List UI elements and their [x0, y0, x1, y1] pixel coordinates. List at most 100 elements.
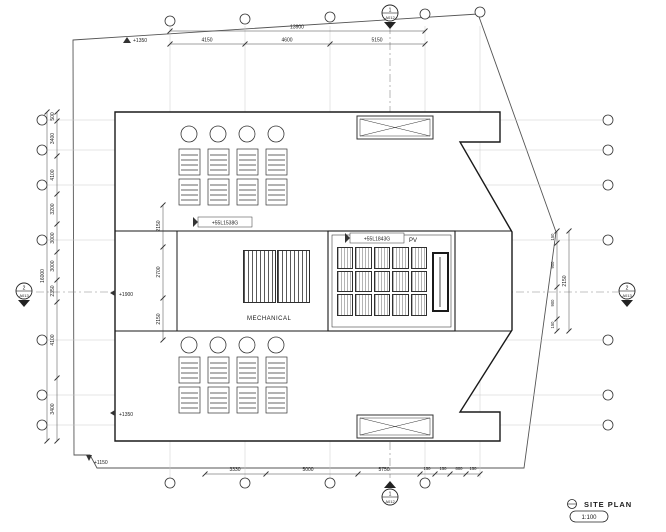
equipment-unit [207, 356, 230, 384]
dim-top-overall: 13900 [290, 25, 304, 31]
grid-bubble [602, 114, 614, 126]
building-outline [114, 111, 513, 442]
section-sheet: A013 [622, 293, 632, 298]
dim-right-inner: 150 [550, 321, 555, 329]
dim-left-overall: 16000 [40, 269, 46, 283]
pv-panel [410, 294, 427, 316]
grid-bubble [419, 8, 431, 20]
spot-level-text: +1150 [94, 460, 108, 466]
dim-left-seg: 2350 [50, 285, 56, 296]
dim-left-seg: 3400 [50, 133, 56, 144]
section-arrow-icon [384, 22, 396, 29]
pv-panel [355, 294, 372, 316]
pv-label: PV [409, 238, 417, 244]
grid-bubble [602, 334, 614, 346]
section-number: 1 [389, 8, 392, 14]
building-roof: MECHANICAL PV +55L1538G +55L1843G [114, 111, 513, 442]
section-number: 2 [23, 286, 26, 292]
dim-bottom-small: 150 [424, 466, 432, 471]
mechanical-label: MECHANICAL [247, 316, 292, 322]
skylight-top [356, 115, 434, 140]
drawing-scale: 1:100 [581, 515, 597, 521]
dimensions: 13900 4150 4600 5150 3330 5000 5750 150 … [40, 25, 572, 477]
equipment-unit [236, 356, 259, 384]
equipment-unit [265, 356, 288, 384]
level-tag-text: +55L1843G [364, 237, 390, 243]
equipment-unit [265, 178, 288, 206]
vent-circle [267, 125, 285, 143]
dim-left-seg: 4100 [50, 334, 56, 345]
louver-grille [243, 250, 276, 303]
dim-bottom-seg: 5000 [302, 467, 313, 473]
vent-circle [267, 336, 285, 354]
dim-top-seg: 4600 [281, 38, 292, 44]
grid-bubble [474, 6, 486, 18]
section-sheet: A013 [19, 293, 29, 298]
dim-left-seg: 500 [50, 112, 56, 121]
scale-pill [569, 510, 609, 523]
spot-level-text: +1900 [119, 292, 133, 298]
pv-panel [337, 270, 354, 293]
title-block: SITE PLAN 1:100 [567, 499, 632, 523]
spot-level-text: +1350 [133, 38, 147, 44]
grid-bubble [602, 419, 614, 431]
pv-panel [410, 270, 427, 293]
dim-bottom-small: 150 [440, 466, 448, 471]
equipment-unit [178, 178, 201, 206]
vent-circle [180, 125, 198, 143]
pv-panel [392, 294, 409, 316]
vent-circle [209, 336, 227, 354]
dim-bottom-seg: 3330 [229, 467, 240, 473]
dim-left-seg: 3200 [50, 203, 56, 214]
equipment-unit [178, 148, 201, 176]
dim-left-seg: 3000 [50, 260, 56, 271]
equipment-unit [207, 178, 230, 206]
grid-bubble [36, 179, 48, 191]
grid-bubble [36, 389, 48, 401]
roof-vents-top [180, 125, 285, 143]
section-sheet: A012 [385, 499, 395, 504]
equipment-unit [265, 386, 288, 414]
equipment-unit [236, 148, 259, 176]
skylight-bottom [356, 414, 434, 439]
grid-bubble [36, 419, 48, 431]
grid-bubble [36, 144, 48, 156]
dim-left-inner: 2700 [156, 266, 162, 277]
dim-left-seg: 4100 [50, 169, 56, 180]
pv-inverter-unit [432, 252, 449, 312]
level-tag-roof-center: +55L1843G [345, 232, 405, 244]
level-tag-text: +55L1538G [212, 221, 238, 227]
dim-bottom-small: 800 [456, 466, 464, 471]
grid-bubble [164, 477, 176, 489]
grid-bubble [239, 13, 251, 25]
dim-right-inner: 900 [550, 299, 555, 307]
spot-levels: +1350 +1900 +1350 +1150 [86, 37, 147, 466]
drawing-title: SITE PLAN [584, 500, 632, 509]
equipment-unit [265, 148, 288, 176]
pv-panel-array [337, 247, 427, 316]
grid-bubble [419, 477, 431, 489]
dim-left-inner: 2150 [156, 313, 162, 324]
pv-panel [337, 247, 354, 269]
dim-right-inner: 900 [550, 261, 555, 269]
louver-grille [277, 250, 310, 303]
dim-top-seg: 4150 [201, 38, 212, 44]
grid-bubble [602, 234, 614, 246]
grid-bubble [602, 179, 614, 191]
dim-right-inner: 150 [550, 233, 555, 241]
level-tag-roof-west: +55L1538G [193, 216, 253, 228]
equipment-unit [207, 148, 230, 176]
pv-panel [392, 247, 409, 269]
section-marker-right: 2 A013 [618, 282, 636, 307]
pv-panel [373, 247, 391, 269]
equipment-unit [207, 386, 230, 414]
grid-bubble [36, 234, 48, 246]
spot-level-text: +1350 [119, 412, 133, 418]
grid-bubble [324, 477, 336, 489]
section-arrow-icon [621, 300, 633, 307]
grid-bubble [36, 334, 48, 346]
dim-left-seg: 3000 [50, 232, 56, 243]
equipment-unit [178, 386, 201, 414]
vent-circle [180, 336, 198, 354]
